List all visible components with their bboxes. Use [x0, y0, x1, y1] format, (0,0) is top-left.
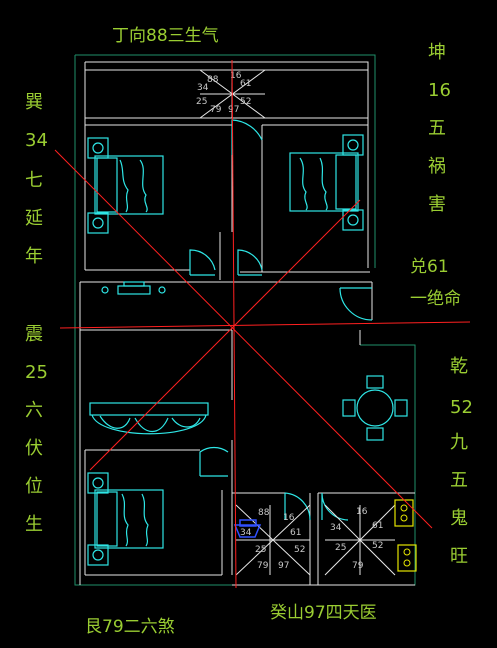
label-right-top-4: 害: [428, 194, 446, 215]
kitchen-appliances: [394, 499, 417, 572]
grid-top-cell-4: 25: [196, 97, 207, 107]
outer-boundary: [74, 54, 416, 586]
tv-cabinet: [101, 281, 166, 295]
label-left-bottom-5: 生: [25, 514, 43, 535]
grid-top-cell-0: 88: [207, 75, 219, 85]
ray-ne-sw: [89, 199, 361, 471]
label-top: 丁向88三生气: [112, 26, 219, 46]
label-right-bottom-3: 五: [450, 470, 468, 491]
grid-top-cell-1: 16: [230, 71, 242, 81]
grid-top-cell-6: 79: [210, 105, 222, 115]
grid-bl-cell-3: 61: [290, 528, 301, 538]
door-bath-1: [284, 492, 311, 521]
grid-br-cell-3: 25: [335, 543, 346, 553]
direction-labels: 丁向88三生气 坤 16 五 祸 害 兑61 一绝命 乾 52 九 五 鬼 旺 …: [25, 26, 473, 637]
label-right-bottom-1: 52: [450, 397, 473, 418]
door-east: [339, 287, 373, 321]
top-grid: 88 16 34 61 25 52 79 97: [196, 69, 266, 119]
grid-bl-cell-1: 16: [283, 513, 295, 523]
grid-bl-cell-2: 34: [240, 528, 252, 538]
label-right-top-0: 坤: [428, 42, 446, 63]
door-top: [231, 119, 263, 155]
ray-east-west: [59, 321, 471, 329]
ray-nw-se: [54, 149, 433, 529]
compass-rays: [54, 59, 471, 589]
grid-bl-cell-5: 52: [294, 545, 305, 555]
grid-br-cell-1: 34: [330, 523, 342, 533]
sofa: [89, 402, 209, 435]
bed-bottom-left: [87, 472, 164, 566]
bed-top-left: [87, 137, 164, 234]
label-right-bottom-2: 九: [450, 432, 468, 453]
ray-north-south: [231, 59, 237, 589]
label-right-top-3: 祸: [428, 156, 446, 177]
label-left-top-4: 年: [25, 246, 43, 267]
label-left-bottom-3: 伏: [25, 438, 43, 459]
label-right-bottom-0: 乾: [450, 356, 468, 377]
label-right-top-1: 16: [428, 80, 451, 101]
label-right-bottom-5: 旺: [450, 546, 468, 567]
label-left-top-1: 34: [25, 130, 48, 151]
bottom-right-grid: 16 34 61 25 52 79: [324, 504, 396, 576]
grid-bl-cell-0: 88: [258, 508, 270, 518]
bed-top-right: [289, 134, 364, 231]
label-left-top-0: 巽: [25, 92, 43, 113]
label-right-mid-1: 一绝命: [410, 289, 461, 309]
label-left-top-3: 延: [25, 208, 43, 229]
label-left-bottom-2: 六: [25, 400, 43, 421]
grid-br-cell-5: 79: [352, 561, 364, 571]
bathroom-fixture: [233, 519, 262, 538]
door-bath-2: [321, 492, 349, 521]
grid-bl-cell-6: 79: [257, 561, 269, 571]
grid-bl-cell-4: 25: [255, 545, 266, 555]
label-left-bottom-0: 震: [25, 324, 43, 345]
grid-top-cell-5: 52: [240, 97, 251, 107]
door-bedroom-1: [189, 249, 216, 276]
label-right-mid-0: 兑61: [410, 257, 449, 277]
grid-bl-cell-7: 97: [278, 561, 289, 571]
door-bedroom-2: [237, 249, 263, 276]
grid-br-cell-4: 52: [372, 541, 383, 551]
label-bottom-center: 癸山97四天医: [270, 603, 377, 623]
doors: [189, 119, 373, 521]
grid-top-cell-2: 34: [197, 83, 209, 93]
label-left-bottom-4: 位: [25, 476, 43, 497]
door-bedroom-3: [199, 446, 229, 477]
grid-br-cell-0: 16: [356, 507, 368, 517]
label-right-top-2: 五: [428, 118, 446, 139]
grid-top-cell-7: 97: [228, 105, 239, 115]
bottom-left-grid: 88 16 34 61 25 52 79 97: [235, 504, 311, 576]
grid-br-cell-2: 61: [372, 521, 383, 531]
label-right-bottom-4: 鬼: [450, 508, 468, 529]
grid-top-cell-3: 61: [240, 79, 251, 89]
label-left-bottom-1: 25: [25, 362, 48, 383]
dining-table: [342, 375, 408, 441]
label-bottom-left: 艮79二六煞: [85, 617, 175, 637]
label-left-top-2: 七: [25, 170, 43, 191]
